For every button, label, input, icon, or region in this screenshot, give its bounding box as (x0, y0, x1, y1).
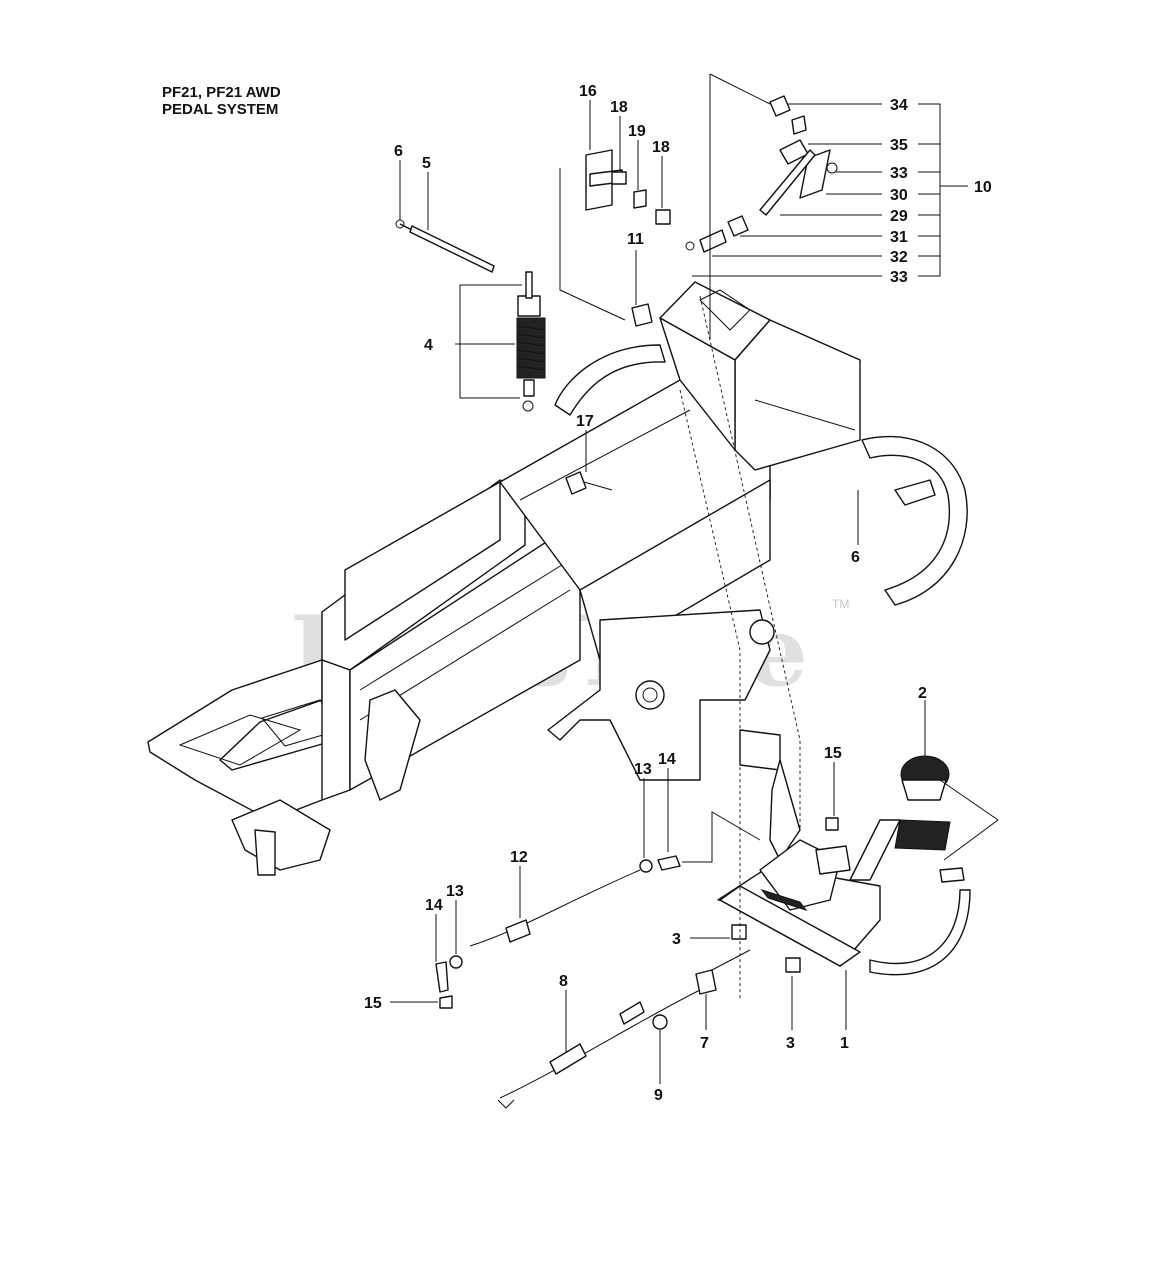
callout-14: 14 (425, 897, 443, 914)
callout-12: 12 (510, 849, 528, 866)
callout-3: 3 (786, 1035, 795, 1052)
diagram-title: PF21, PF21 AWD PEDAL SYSTEM (162, 84, 281, 118)
callout-34: 34 (890, 97, 908, 114)
callout-33: 33 (890, 165, 908, 182)
callout-1: 1 (840, 1035, 849, 1052)
callout-17: 17 (576, 413, 594, 430)
main-frame (147, 281, 968, 876)
callout-5: 5 (422, 155, 431, 172)
callout-2: 2 (918, 685, 927, 702)
callout-31: 31 (890, 229, 908, 246)
callout-29: 29 (890, 208, 908, 225)
callout-13: 13 (634, 761, 652, 778)
callout-30: 30 (890, 187, 908, 204)
callout-labels: 16 18 19 18 11 6 5 4 17 6 34 35 33 30 29… (364, 83, 992, 1104)
cables (435, 855, 717, 1109)
callout-18: 18 (610, 99, 628, 116)
callout-9: 9 (654, 1087, 663, 1104)
watermark-tm: TM (832, 597, 849, 611)
callout-15: 15 (824, 745, 842, 762)
callout-10: 10 (974, 179, 992, 196)
callout-13: 13 (446, 883, 464, 900)
callout-8: 8 (559, 973, 568, 990)
callout-32: 32 (890, 249, 908, 266)
callout-7: 7 (700, 1035, 709, 1052)
callout-14: 14 (658, 751, 676, 768)
callout-19: 19 (628, 123, 646, 140)
bracket-parts (585, 149, 671, 225)
callout-35: 35 (890, 137, 908, 154)
bolts (565, 303, 653, 495)
pedal-assembly (717, 729, 971, 976)
callout-18: 18 (652, 139, 670, 156)
title-line-1: PF21, PF21 AWD (162, 84, 281, 101)
callout-3: 3 (672, 931, 681, 948)
callout-6: 6 (394, 143, 403, 160)
callout-33: 33 (890, 269, 908, 286)
callout-4: 4 (424, 337, 433, 354)
leader-lines (390, 73, 999, 1084)
callout-15: 15 (364, 995, 382, 1012)
upper-linkage (685, 95, 838, 253)
dashed-reference-lines (679, 295, 801, 1000)
callout-6: 6 (851, 549, 860, 566)
callout-16: 16 (579, 83, 597, 100)
callout-11: 11 (627, 231, 644, 248)
title-line-2: PEDAL SYSTEM (162, 101, 279, 118)
spring-assembly (395, 219, 546, 412)
